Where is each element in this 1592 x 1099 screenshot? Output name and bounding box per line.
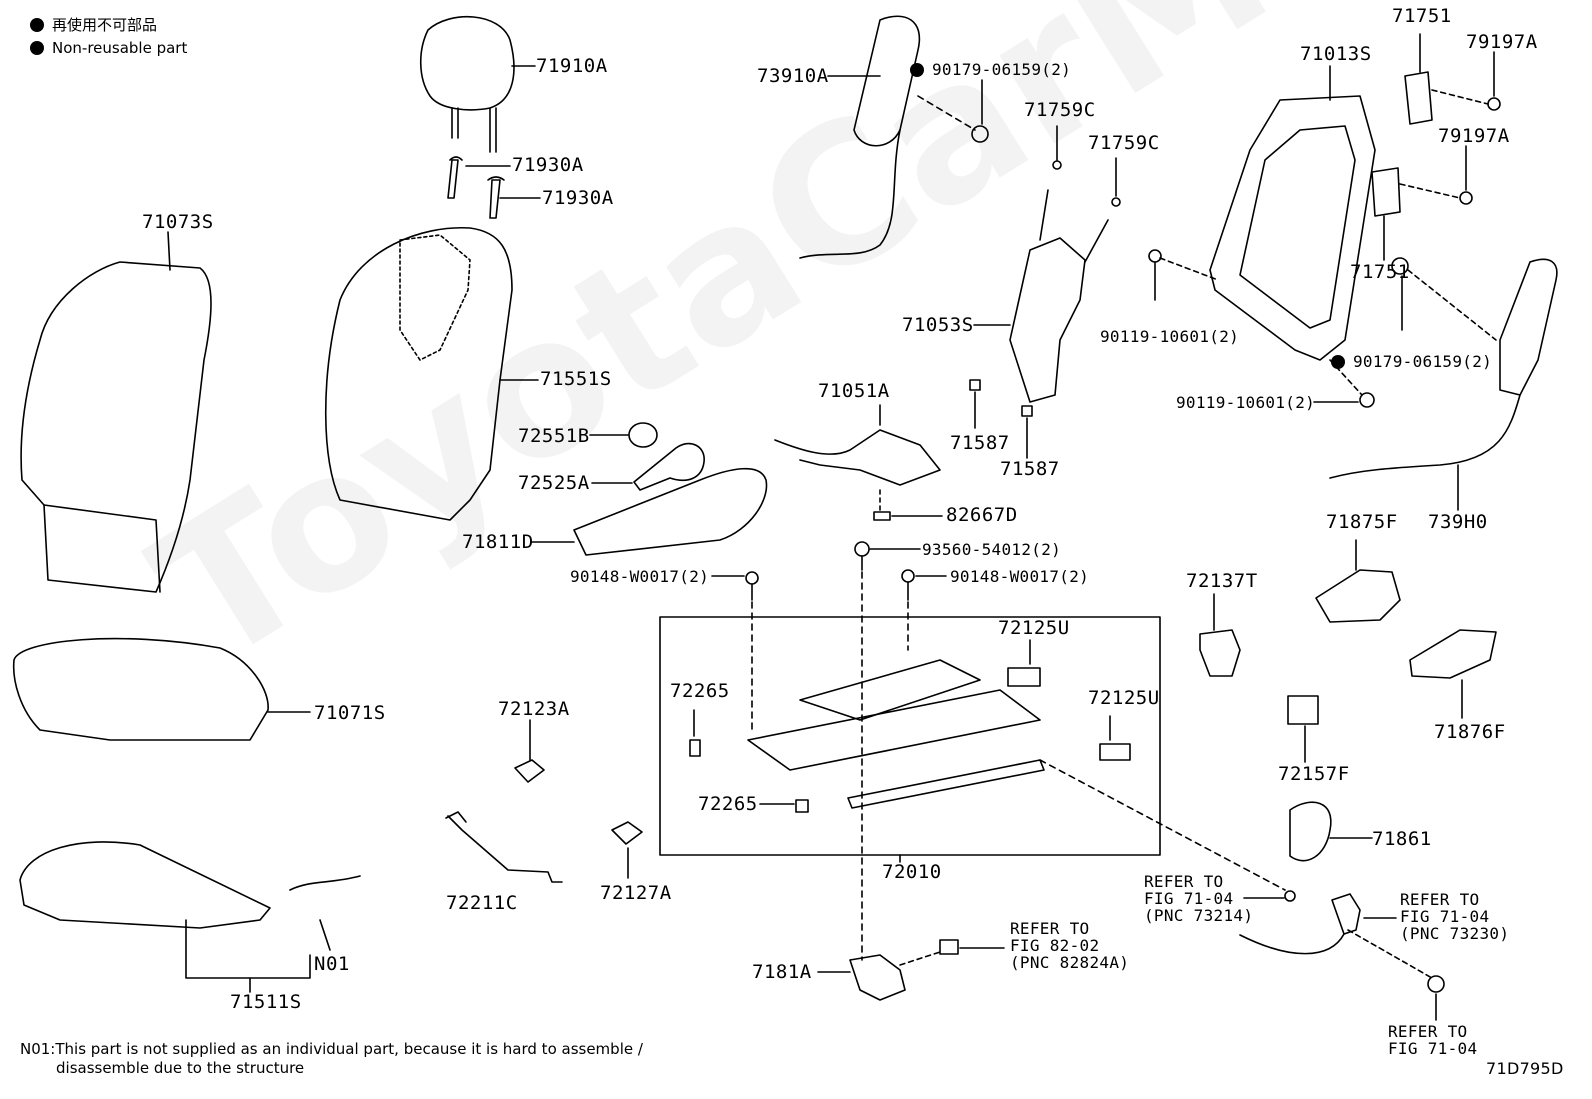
side-shield-drawing [531, 467, 768, 556]
part-82667D[interactable]: 82667D [946, 504, 1018, 526]
part-71551S[interactable]: 71551S [540, 368, 612, 390]
part-71861[interactable]: 71861 [1372, 828, 1432, 850]
part-71051A[interactable]: 71051A [818, 380, 890, 402]
lever-drawing [591, 442, 705, 491]
part-72157F[interactable]: 72157F [1278, 763, 1350, 785]
part-72123A[interactable]: 72123A [498, 698, 570, 720]
part-label: 90179-06159(2) [1353, 352, 1493, 371]
seat-cover-drawing [12, 637, 311, 741]
legend-row-en: Non-reusable part [30, 39, 187, 57]
headrest-drawing [419, 15, 536, 153]
ref-line: FIG 71-04 [1144, 889, 1234, 908]
ref-line: REFER TO [1144, 872, 1224, 891]
seat-pad-drawing [19, 841, 361, 993]
refer-to-fig-82-02[interactable]: REFER TO FIG 82-02 (PNC 82824A) [1010, 920, 1129, 971]
part-71876F[interactable]: 71876F [1434, 721, 1506, 743]
legend-jp-label: 再使用不可部品 [52, 16, 158, 34]
part-71587[interactable]: 71587 [1000, 458, 1060, 480]
adjuster-box [659, 616, 1286, 891]
part-90119-10601[interactable]: 90119-10601(2) [1100, 327, 1240, 346]
part-72265[interactable]: 72265 [670, 680, 730, 702]
part-72265[interactable]: 72265 [698, 793, 758, 815]
harness-drawing [774, 404, 943, 521]
headrest-guides-drawing [447, 156, 541, 219]
part-71053S[interactable]: 71053S [902, 314, 974, 336]
ref-line: REFER TO [1388, 1022, 1468, 1041]
part-72525A[interactable]: 72525A [518, 472, 590, 494]
part-N01[interactable]: N01 [314, 953, 350, 975]
back-cover-drawing [20, 231, 212, 593]
part-71930A[interactable]: 71930A [542, 187, 614, 209]
bolts-drawing [711, 541, 947, 961]
refer-to-fig-71-04[interactable]: REFER TO FIG 71-04 [1388, 1023, 1477, 1057]
non-reusable-dot-icon [30, 17, 44, 32]
part-71910A[interactable]: 71910A [536, 55, 608, 77]
non-reusable-dot-icon [30, 41, 44, 55]
ref-line: REFER TO [1400, 890, 1480, 909]
part-71073S[interactable]: 71073S [142, 211, 214, 233]
footnote-line-2: disassemble due to the structure [56, 1059, 305, 1077]
ref-line: REFER TO [1010, 919, 1090, 938]
legend-row-jp: 再使用不可部品 [30, 14, 157, 35]
part-71875F[interactable]: 71875F [1326, 511, 1398, 533]
part-72211C[interactable]: 72211C [446, 892, 518, 914]
side-airbag-rh-drawing [1329, 258, 1558, 511]
pads-drawing [1371, 33, 1501, 261]
part-72125U[interactable]: 72125U [1088, 687, 1160, 709]
part-72551B[interactable]: 72551B [518, 425, 590, 447]
part-90119-10601[interactable]: 90119-10601(2) [1176, 393, 1316, 412]
part-71811D[interactable]: 71811D [462, 531, 534, 553]
part-90148-W0017[interactable]: 90148-W0017(2) [570, 567, 710, 586]
legend-en-label: Non-reusable part [52, 39, 188, 57]
part-90179-06159-top[interactable]: 90179-06159(2) [910, 61, 1071, 78]
wire-drawing [445, 811, 563, 883]
side-airbag-drawing [799, 15, 989, 259]
knob-drawing [589, 422, 658, 448]
clips-drawing [514, 719, 643, 879]
non-reusable-dot-icon [1331, 354, 1345, 369]
ref-line: FIG 71-04 [1400, 907, 1490, 926]
side-covers-drawing [1315, 539, 1497, 719]
ref-line: FIG 82-02 [1010, 936, 1100, 955]
part-71587[interactable]: 71587 [950, 432, 1010, 454]
part-72127A[interactable]: 72127A [600, 882, 672, 904]
part-93560-54012[interactable]: 93560-54012(2) [922, 540, 1062, 559]
ref-line: (PNC 82824A) [1010, 953, 1130, 972]
misc-parts-drawing [1199, 593, 1445, 1021]
part-90148-W0017[interactable]: 90148-W0017(2) [950, 567, 1090, 586]
part-79197A[interactable]: 79197A [1466, 31, 1538, 53]
part-72125U[interactable]: 72125U [998, 617, 1070, 639]
part-71759C[interactable]: 71759C [1024, 99, 1096, 121]
small-clips-drawing [969, 379, 1033, 459]
ref-line: (PNC 73230) [1400, 924, 1510, 943]
recliner-drawing [973, 125, 1121, 403]
part-71759C[interactable]: 71759C [1088, 132, 1160, 154]
back-frame-drawing [1148, 65, 1497, 408]
ref-line: FIG 71-04 [1388, 1039, 1478, 1058]
non-reusable-dot-icon [910, 62, 924, 77]
footnote-line-1: N01:This part is not supplied as an indi… [20, 1040, 643, 1058]
refer-to-fig-71-04-pnc-73230[interactable]: REFER TO FIG 71-04 (PNC 73230) [1400, 891, 1509, 942]
part-71751[interactable]: 71751 [1392, 5, 1452, 27]
part-71511S[interactable]: 71511S [230, 991, 302, 1013]
diagram-code: 71D795D [1486, 1059, 1564, 1078]
bracket-7181A-drawing [817, 939, 1005, 1001]
back-pad-drawing [324, 227, 539, 521]
part-79197A[interactable]: 79197A [1438, 125, 1510, 147]
part-72010[interactable]: 72010 [882, 861, 942, 883]
part-71071S[interactable]: 71071S [314, 702, 386, 724]
ref-line: (PNC 73214) [1144, 906, 1254, 925]
part-739H0[interactable]: 739H0 [1428, 511, 1488, 533]
part-73910A[interactable]: 73910A [757, 65, 829, 87]
part-71013S[interactable]: 71013S [1300, 43, 1372, 65]
part-71930A[interactable]: 71930A [512, 154, 584, 176]
part-71751[interactable]: 71751 [1350, 261, 1410, 283]
part-72137T[interactable]: 72137T [1186, 570, 1258, 592]
part-90179-06159-right[interactable]: 90179-06159(2) [1331, 353, 1492, 370]
refer-to-fig-71-04-pnc-73214[interactable]: REFER TO FIG 71-04 (PNC 73214) [1144, 873, 1253, 924]
part-label: 90179-06159(2) [932, 60, 1072, 79]
part-7181A[interactable]: 7181A [752, 961, 812, 983]
